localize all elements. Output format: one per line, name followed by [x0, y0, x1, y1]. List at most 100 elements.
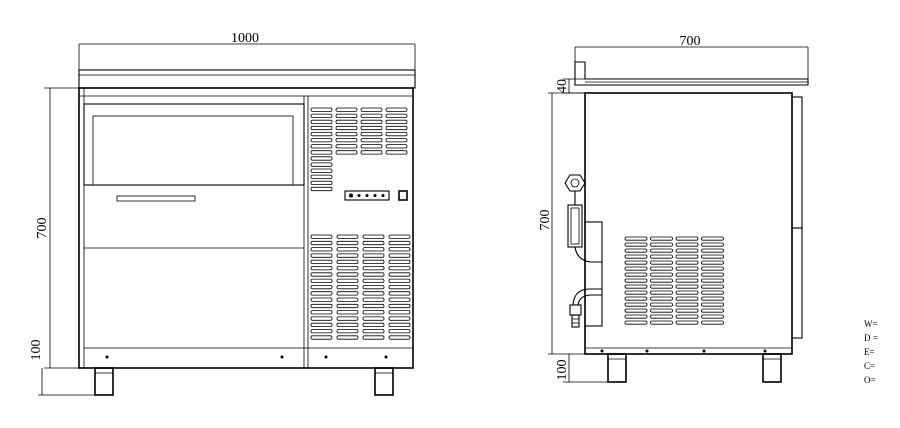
vent-slot: [360, 119, 383, 124]
vent-slot: [362, 291, 385, 296]
side-leg: [607, 353, 627, 383]
control-knob-icon: [349, 193, 353, 198]
vent-slot: [336, 253, 359, 258]
vent-slot: [388, 284, 411, 290]
vent-slot: [388, 310, 411, 315]
vent-slot: [650, 254, 673, 259]
vent-slot: [388, 322, 411, 328]
side-door-profile: [791, 96, 803, 339]
vent-slot: [336, 278, 359, 283]
vent-slot: [650, 290, 673, 295]
vent-slot: [650, 302, 673, 307]
vent-slot: [675, 284, 699, 289]
vent-slot: [310, 156, 333, 161]
vent-slot: [310, 162, 333, 167]
vent-slot: [385, 138, 408, 143]
power-switch-icon: [398, 190, 408, 201]
vent-slot: [336, 234, 359, 239]
vent-slot: [335, 113, 358, 118]
vent-slot: [388, 297, 411, 302]
vent-slot: [650, 242, 673, 247]
front-legs-dimension: 100: [29, 340, 95, 396]
vent-slot: [385, 113, 408, 118]
vent-slot: [624, 266, 648, 271]
vent-slot: [362, 272, 385, 277]
vent-slot: [650, 278, 673, 283]
vent-slot: [701, 302, 724, 307]
vent-slot: [310, 234, 333, 239]
front-leg: [94, 367, 114, 396]
legend-item-o: O=: [864, 375, 876, 385]
side-worktop: [574, 61, 809, 86]
vent-slot: [310, 253, 333, 258]
vent-slot: [388, 259, 411, 265]
front-legs-label: 100: [29, 340, 44, 361]
side-legs: [607, 353, 782, 383]
vent-slot: [701, 296, 724, 301]
side-top-label: 40: [555, 79, 570, 93]
vent-slot: [362, 240, 385, 246]
vent-slot: [624, 236, 648, 241]
vent-slot: [310, 113, 333, 118]
vent-slot: [336, 310, 359, 315]
side-height-dimension: 700: [538, 92, 585, 355]
side-legs-dimension: 100: [555, 354, 608, 383]
drain-hose-icon: [569, 288, 602, 328]
legend-item-d: D =: [864, 333, 878, 343]
vent-slot: [362, 335, 385, 340]
vent-slot: [388, 329, 411, 334]
vent-slot: [624, 296, 648, 301]
vent-slot: [360, 138, 383, 143]
vent-slot: [360, 131, 383, 137]
vent-slot: [624, 260, 648, 265]
vent-slot: [336, 272, 359, 277]
vent-slot: [310, 168, 333, 173]
vent-slot: [362, 303, 385, 309]
vent-slot: [624, 278, 648, 283]
vent-slot: [701, 290, 724, 295]
front-vents-top: [335, 107, 408, 155]
vent-slot: [362, 329, 385, 334]
vent-slot: [336, 335, 359, 340]
vent-slot: [388, 234, 411, 239]
vent-slot: [360, 107, 383, 112]
vent-slot: [310, 259, 333, 265]
water-inlet-fitting-icon: [564, 174, 602, 263]
vent-slot: [650, 272, 673, 277]
vent-slot: [650, 296, 673, 301]
front-view: 1000 700 100: [29, 31, 416, 396]
legend-item-e: E=: [864, 347, 875, 357]
vent-slot: [310, 131, 333, 137]
front-door: [83, 96, 305, 368]
vent-slot: [336, 284, 359, 290]
vent-slot: [385, 125, 408, 131]
vent-slot: [385, 119, 408, 124]
vent-slot: [675, 314, 699, 319]
base-screw: [105, 355, 109, 359]
vent-slot: [624, 284, 648, 289]
vent-slot: [310, 329, 333, 334]
vent-slot: [362, 253, 385, 258]
side-leg: [762, 353, 782, 383]
vent-slot: [624, 320, 648, 325]
vent-slot: [310, 247, 333, 252]
vent-slot: [310, 125, 333, 131]
vent-slot: [310, 284, 333, 290]
base-screw: [763, 349, 767, 353]
vent-slot: [310, 316, 333, 321]
vent-slot: [388, 291, 411, 296]
vent-slot: [336, 316, 359, 321]
control-indicator-icon: [357, 194, 361, 197]
legend-item-c: C=: [864, 361, 875, 371]
vent-slot: [360, 150, 383, 155]
front-legs: [94, 367, 394, 396]
vent-slot: [650, 308, 673, 313]
vent-slot: [335, 131, 358, 137]
base-screw: [600, 349, 604, 353]
front-worktop: [78, 69, 416, 89]
vent-slot: [675, 296, 699, 301]
vent-slot: [675, 248, 699, 253]
front-vents-left: [310, 107, 333, 192]
vent-slot: [624, 308, 648, 313]
